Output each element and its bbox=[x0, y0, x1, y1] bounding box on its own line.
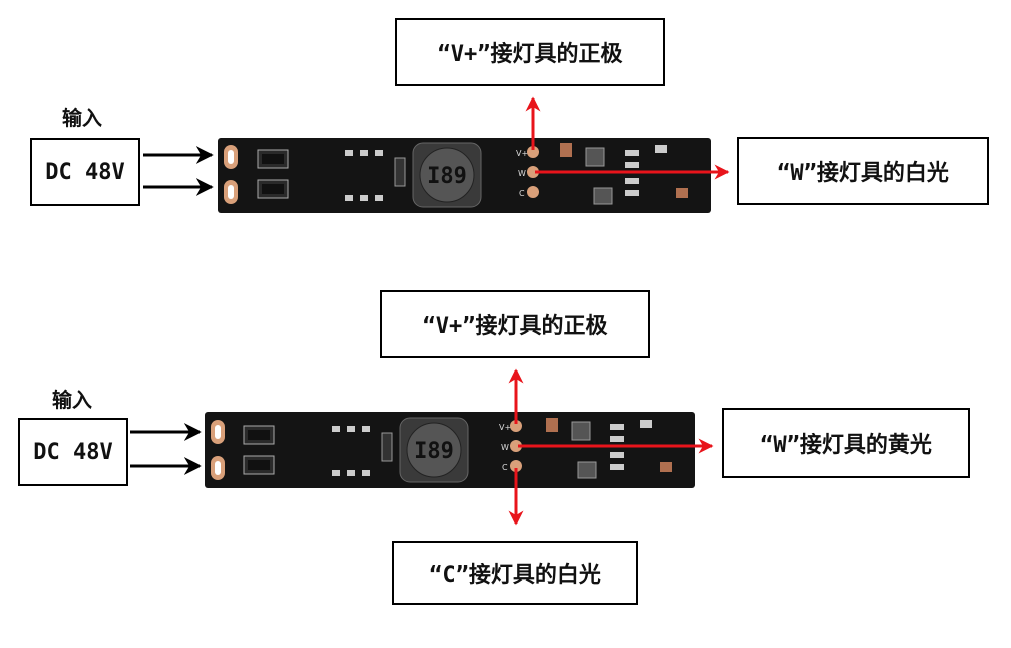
c-label-bottom: “C”接灯具的白光 bbox=[392, 541, 638, 605]
pad-vplus-bottom bbox=[510, 420, 522, 432]
input-caption-bottom: 输入 bbox=[52, 388, 92, 412]
inductor-marking-top: I89 bbox=[427, 164, 467, 189]
pad-c-label-top: C bbox=[519, 189, 525, 198]
input-box-top: DC 48V bbox=[30, 138, 140, 206]
pad-vplus-label-bottom: V+ bbox=[499, 423, 511, 432]
pad-w-top bbox=[527, 166, 539, 178]
pad-w-label-top: W bbox=[518, 169, 526, 178]
vplus-label-bottom: “V+”接灯具的正极 bbox=[380, 290, 650, 358]
pcb-board-bottom: I89 V+ W C bbox=[205, 412, 695, 488]
pad-vplus-label-top: V+ bbox=[516, 149, 528, 158]
w-label-top: “W”接灯具的白光 bbox=[737, 137, 989, 205]
pad-vplus-top bbox=[527, 146, 539, 158]
pad-w-label-bottom: W bbox=[501, 443, 509, 452]
pad-c-label-bottom: C bbox=[502, 463, 508, 472]
pad-w-bottom bbox=[510, 440, 522, 452]
pad-c-top bbox=[527, 186, 539, 198]
vplus-label-top: “V+”接灯具的正极 bbox=[395, 18, 665, 86]
w-label-bottom: “W”接灯具的黄光 bbox=[722, 408, 970, 478]
pad-c-bottom bbox=[510, 460, 522, 472]
input-caption-top: 输入 bbox=[62, 106, 102, 130]
input-box-bottom: DC 48V bbox=[18, 418, 128, 486]
inductor-marking-bottom: I89 bbox=[414, 439, 454, 464]
pcb-board-top: I89 V+ W C bbox=[218, 138, 711, 213]
